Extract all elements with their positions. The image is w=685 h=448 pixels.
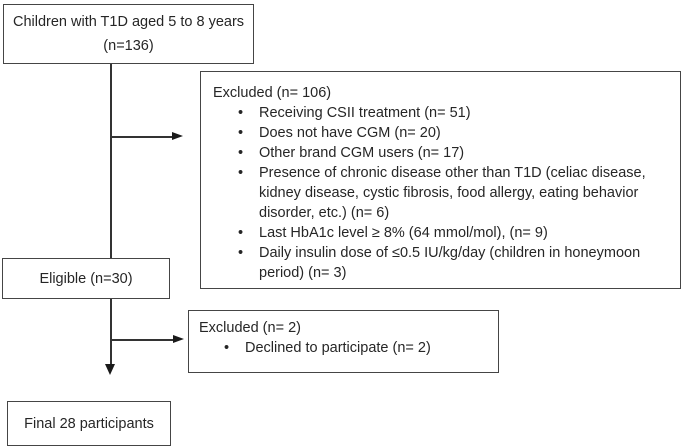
final-participants-box: Final 28 participants: [7, 401, 171, 446]
bullet-dot-icon: •: [238, 105, 244, 121]
connector-eligible-to-final: [110, 299, 112, 365]
connector-to-excluded-main: [111, 136, 173, 138]
bullet-text: Receiving CSII treatment (n= 51): [259, 105, 471, 121]
bullet-text: Does not have CGM (n= 20): [259, 125, 441, 141]
bullet-text: Other brand CGM users (n= 17): [259, 145, 465, 161]
bullet-item: • Other brand CGM users (n= 17): [238, 143, 672, 163]
arrowhead-right-icon: [173, 335, 184, 344]
bullet-dot-icon: •: [238, 245, 244, 261]
bullet-dot-icon: •: [238, 165, 244, 181]
excluded-box-main: Excluded (n= 106) • Receiving CSII treatm…: [200, 71, 681, 289]
excluded-main-bullet-list: • Receiving CSII treatment (n= 51) • Does n…: [213, 103, 672, 283]
enrollment-line-2: (n=136): [103, 38, 154, 54]
connector-enrollment-to-eligible: [110, 64, 112, 258]
excluded-secondary-title: Excluded (n= 2): [199, 320, 301, 336]
bullet-item: • Receiving CSII treatment (n= 51): [238, 103, 672, 123]
bullet-dot-icon: •: [224, 340, 230, 356]
bullet-dot-icon: •: [238, 225, 244, 241]
bullet-item: • Last HbA1c level ≥ 8% (64 mmol/mol), (n…: [238, 223, 672, 243]
bullet-item: • Presence of chronic disease other than …: [238, 163, 672, 223]
connector-to-excluded-secondary: [111, 339, 174, 341]
bullet-item: • Daily insulin dose of ≤0.5 IU/kg/day (c…: [238, 243, 672, 283]
bullet-text: Last HbA1c level ≥ 8% (64 mmol/mol), (n=…: [259, 225, 548, 241]
excluded-main-title: Excluded (n= 106): [213, 85, 332, 101]
eligible-label: Eligible (n=30): [39, 270, 133, 287]
eligible-box: Eligible (n=30): [2, 258, 170, 299]
bullet-text: Presence of chronic disease other than T…: [259, 165, 646, 221]
excluded-secondary-bullet-list: • Declined to participate (n= 2): [199, 338, 490, 358]
bullet-item: • Declined to participate (n= 2): [224, 338, 490, 358]
bullet-dot-icon: •: [238, 125, 244, 141]
bullet-text: Daily insulin dose of ≤0.5 IU/kg/day (ch…: [259, 245, 641, 281]
bullet-text: Declined to participate (n= 2): [245, 340, 431, 356]
enrollment-line-1: Children with T1D aged 5 to 8 years: [12, 14, 245, 30]
bullet-item: • Does not have CGM (n= 20): [238, 123, 672, 143]
final-participants-label: Final 28 participants: [24, 415, 154, 432]
arrowhead-down-icon: [105, 364, 116, 375]
bullet-dot-icon: •: [238, 145, 244, 161]
enrollment-box: Children with T1D aged 5 to 8 years (n=1…: [3, 4, 254, 64]
excluded-box-secondary: Excluded (n= 2) • Declined to participate…: [188, 310, 499, 373]
arrowhead-right-icon: [172, 132, 183, 141]
